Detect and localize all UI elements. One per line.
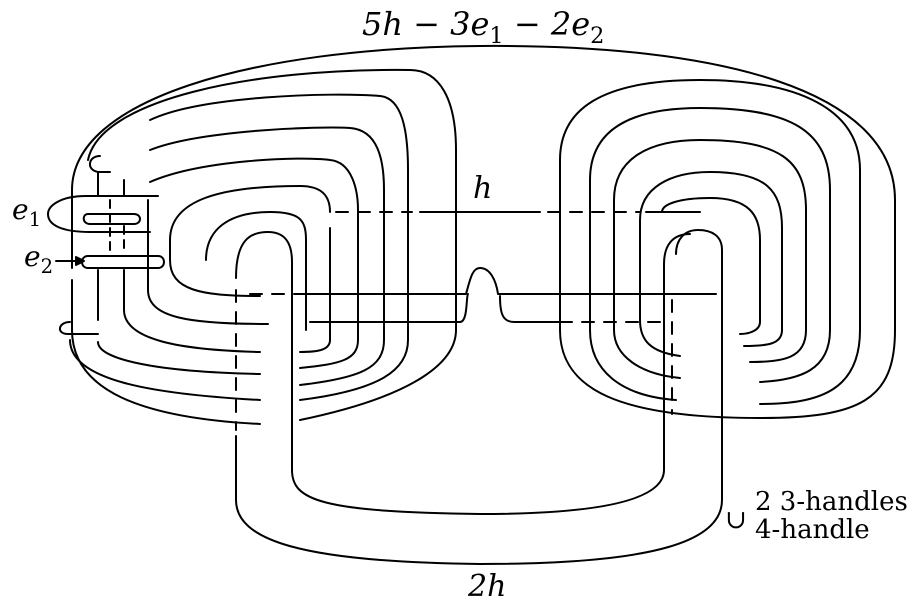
left-spiral-lower-2 [147,199,269,325]
clasp-hook-bottom [59,321,99,335]
left-spiral-lower-6 [71,279,261,425]
e2-component-label: e2 [24,240,54,278]
handles-line-2: 4-handle [755,515,870,545]
left-tower-strand-5 [169,185,331,241]
left-tower-strand-4 [149,157,359,369]
mid-strand-lower-right [499,295,561,323]
bottom-2h-loop [235,229,723,565]
framing-label: 5h − 3e1 − 2e2 [362,5,605,49]
right-tower-3 [613,139,807,379]
e1-inner-bar [82,213,141,225]
left-tower-strand-2 [149,93,409,401]
left-inner-u [205,211,307,331]
right-tower-2 [589,107,831,401]
outer-framing-loop [71,44,896,419]
union-symbol: ∪ [725,505,747,535]
left-tower-strand-1 [87,68,457,421]
left-tower-strand-5b [299,227,331,353]
e1-component-label: e1 [12,193,42,231]
left-spiral-lower-4 [97,341,261,375]
clasp-hook-top [89,155,111,173]
right-tower-5 [661,197,761,335]
left-tower-strand-3 [149,126,385,386]
right-tower-outer [559,79,861,419]
right-inner-u [663,233,691,471]
right-tower-4 [639,171,783,357]
handles-line-1: 2 3-handles [755,487,908,517]
mid-strand-upper [299,267,717,295]
mid-strand-lower [309,293,469,323]
e1-loop [47,195,151,233]
h-component-label: h [473,171,493,206]
left-spiral-lower-3 [123,269,261,353]
left-spiral-lower-1 [169,239,261,297]
e2-arrow-head [75,256,85,266]
bottom-framing-label: 2h [468,569,507,604]
left-spiral-lower-5 [69,339,261,401]
e2-loop [81,255,165,269]
left-innermost-u [235,231,665,515]
